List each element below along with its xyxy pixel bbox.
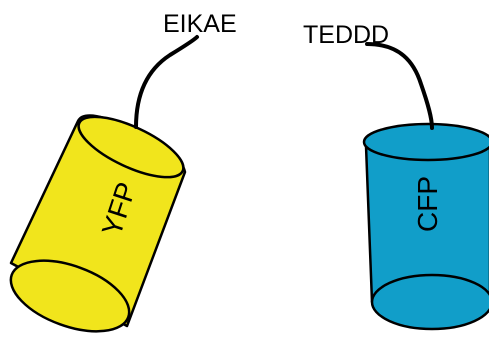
cfp-barrel: CFP bbox=[362, 122, 489, 331]
cfp-tag-label: TEDDD bbox=[303, 21, 389, 49]
cfp-barrel-top bbox=[362, 122, 489, 162]
yfp-barrel: YFP bbox=[9, 114, 187, 333]
cfp-label: CFP bbox=[412, 176, 443, 232]
yfp-tag-label: EIKAE bbox=[163, 10, 237, 38]
yfp-linker bbox=[134, 35, 199, 129]
yfp-barrel-bottom bbox=[9, 259, 131, 333]
cfp-barrel-bottom bbox=[370, 273, 489, 331]
yfp-barrel-top bbox=[77, 115, 185, 179]
cfp-linker bbox=[365, 42, 434, 130]
